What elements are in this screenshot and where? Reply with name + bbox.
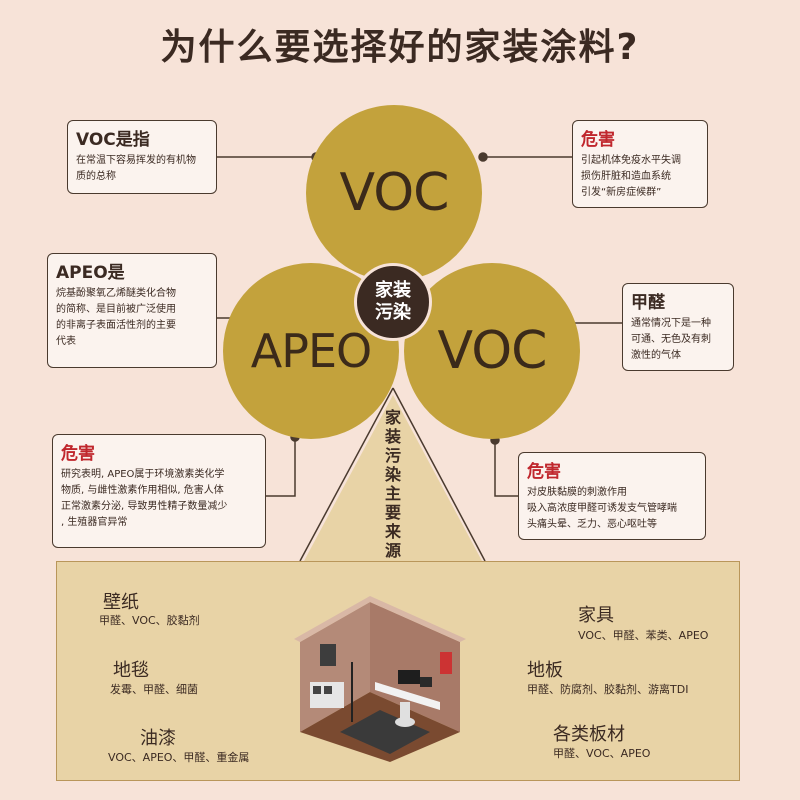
main-sources-vertical-label: 家 装 污 染 主 要 来 源: [378, 408, 408, 560]
home-pollution-badge: 家装 污染: [354, 263, 432, 341]
apeo-harm-heading: 危害: [61, 444, 95, 464]
voc-circle-top: VOC: [306, 105, 482, 281]
apeo-definition-line: 烷基酚聚氧乙烯醚类化合物: [56, 288, 176, 299]
paint-desc: VOC、APEO、甲醛、重金属: [108, 751, 250, 764]
apeo-harm-line: 正常激素分泌, 导致男性精子数量减少: [61, 501, 228, 512]
boards-label: 各类板材: [553, 724, 625, 745]
formaldehyde-heading: 甲醛: [631, 293, 665, 313]
vertical-char: 污: [384, 446, 401, 465]
paint-label: 油漆: [140, 728, 176, 749]
voc-circle-right: VOC: [404, 263, 580, 439]
page-title: 为什么要选择好的家装涂料?: [160, 27, 640, 68]
formaldehyde-line: 激性的气体: [631, 350, 681, 361]
formaldehyde-harm-box: 危害 对皮肤黏膜的刺激作用 吸入高浓度甲醛可诱发支气管哮喘 头痛头晕、乏力、恶心…: [518, 452, 706, 540]
voc-harm-heading: 危害: [581, 130, 615, 150]
apeo-definition-box: APEO是 烷基酚聚氧乙烯醚类化合物 的简称、是目前被广泛使用 的非离子表面活性…: [47, 253, 217, 368]
badge-line-2: 污染: [375, 302, 411, 323]
vertical-char: 装: [384, 427, 401, 446]
vertical-char: 源: [384, 541, 401, 560]
apeo-definition-line: 代表: [56, 336, 76, 347]
voc-definition-line: 质的总称: [76, 171, 116, 182]
voc-circle-top-label: VOC: [339, 163, 450, 223]
voc-harm-box: 危害 引起机体免疫水平失调 损伤肝脏和造血系统 引发“新房症候群”: [572, 120, 708, 208]
boards-desc: 甲醛、VOC、APEO: [553, 747, 651, 760]
apeo-definition-line: 的简称、是目前被广泛使用: [56, 304, 176, 315]
voc-definition-box: VOC是指 在常温下容易挥发的有机物 质的总称: [67, 120, 217, 194]
voc-harm-line: 引发“新房症候群”: [581, 187, 662, 198]
apeo-definition-line: 的非离子表面活性剂的主要: [56, 320, 176, 331]
formaldehyde-line: 通常情况下是一种: [631, 318, 711, 329]
furniture-label: 家具: [578, 605, 614, 626]
apeo-harm-line: 物质, 与雌性激素作用相似, 危害人体: [61, 485, 224, 496]
apeo-harm-line: 研究表明, APEO属于环境激素类化学: [61, 469, 225, 480]
furniture-desc: VOC、甲醛、苯类、APEO: [578, 629, 709, 642]
carpet-label: 地毯: [113, 660, 149, 681]
vertical-char: 主: [384, 484, 401, 503]
formaldehyde-line: 可通、无色及有刺: [631, 334, 711, 345]
vertical-char: 来: [384, 522, 401, 541]
vertical-char: 染: [384, 465, 401, 484]
vertical-char: 要: [384, 503, 401, 522]
apeo-harm-box: 危害 研究表明, APEO属于环境激素类化学 物质, 与雌性激素作用相似, 危害…: [52, 434, 266, 548]
voc-harm-line: 损伤肝脏和造血系统: [581, 171, 671, 182]
voc-circle-right-label: VOC: [437, 321, 548, 381]
formaldehyde-harm-line: 对皮肤黏膜的刺激作用: [527, 487, 627, 498]
vertical-char: 家: [384, 408, 401, 427]
formaldehyde-box: 甲醛 通常情况下是一种 可通、无色及有刺 激性的气体: [622, 283, 734, 371]
formaldehyde-harm-line: 头痛头晕、乏力、恶心呕吐等: [527, 519, 657, 530]
carpet-desc: 发霉、甲醛、细菌: [110, 683, 198, 696]
apeo-circle-label: APEO: [250, 324, 372, 378]
voc-harm-line: 引起机体免疫水平失调: [581, 155, 681, 166]
floor-desc: 甲醛、防腐剂、胶黏剂、游离TDI: [527, 683, 689, 696]
room-illustration: [294, 596, 466, 762]
floor-label: 地板: [527, 660, 563, 681]
voc-definition-heading: VOC是指: [76, 130, 150, 150]
apeo-definition-heading: APEO是: [56, 263, 125, 283]
formaldehyde-harm-heading: 危害: [527, 462, 561, 482]
apeo-harm-line: , 生殖器官异常: [61, 517, 128, 528]
badge-line-1: 家装: [375, 280, 411, 301]
formaldehyde-harm-line: 吸入高浓度甲醛可诱发支气管哮喘: [527, 503, 677, 514]
wallpaper-desc: 甲醛、VOC、胶黏剂: [99, 614, 200, 627]
voc-definition-line: 在常温下容易挥发的有机物: [76, 155, 196, 166]
wallpaper-label: 壁纸: [103, 592, 139, 613]
